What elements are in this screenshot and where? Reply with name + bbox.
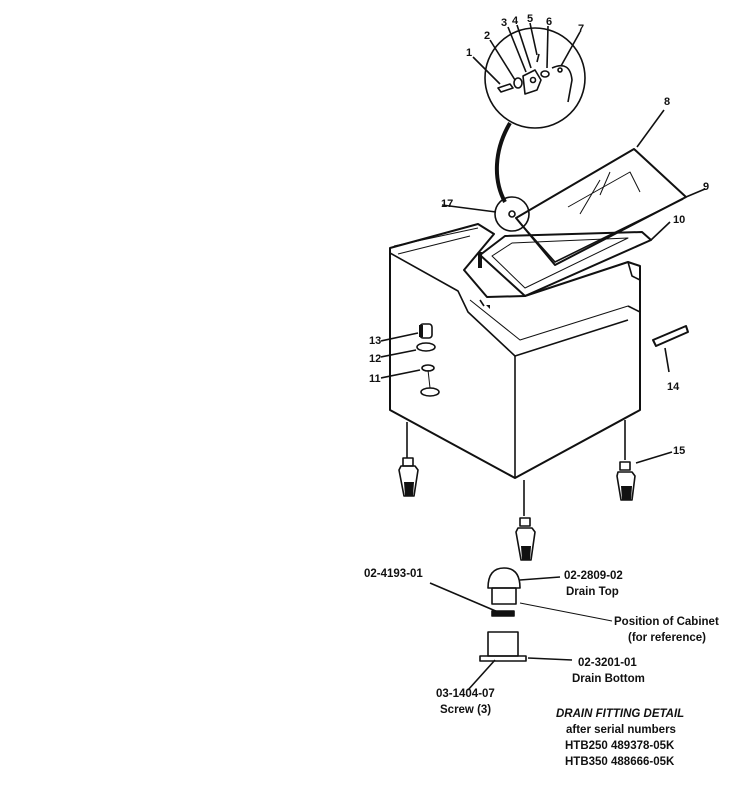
serial-htb350: HTB350 488666-05K [565,756,675,768]
callout-11: 11 [369,373,381,385]
part-6-bushing [540,70,550,78]
label-position-line1: Position of Cabinet [614,616,719,628]
callout-17: 17 [441,198,454,210]
callout-10: 10 [673,214,686,226]
callout-2: 2 [484,30,491,42]
label-position-line2: (for reference) [628,632,706,644]
part-number-gasket: 02-4193-01 [364,568,423,580]
hinge-detail-circle [484,27,586,129]
callout-4: 4 [512,15,519,27]
part-number-drain-bottom: 02-3201-01 [578,657,637,669]
label-screw: Screw (3) [440,704,492,716]
callout-3: 3 [501,17,508,29]
part-number-screw: 03-1404-07 [436,688,495,700]
part-2-washer [513,77,523,89]
part-1-pin [497,83,514,93]
serial-htb250: HTB250 489378-05K [565,740,675,752]
label-drain-top: Drain Top [566,586,619,598]
label-drain-bottom: Drain Bottom [572,673,645,685]
callout-8: 8 [664,96,671,108]
part-number-drain-top: 02-2809-02 [564,570,623,582]
callout-15: 15 [673,445,686,457]
part-3-bracket [522,69,542,95]
callout-13: 13 [369,335,382,347]
callout-1: 1 [466,47,473,59]
part-5-screw [536,53,540,63]
part-7-arm [551,64,573,103]
callout-5: 5 [527,13,534,25]
serial-intro: after serial numbers [566,724,676,736]
detail-title: DRAIN FITTING DETAIL [556,708,685,720]
callout-6: 6 [546,16,553,28]
callout-12: 12 [369,353,382,365]
callout-7: 7 [578,23,585,35]
callout-9: 9 [703,181,710,193]
callout-14: 14 [667,381,680,393]
